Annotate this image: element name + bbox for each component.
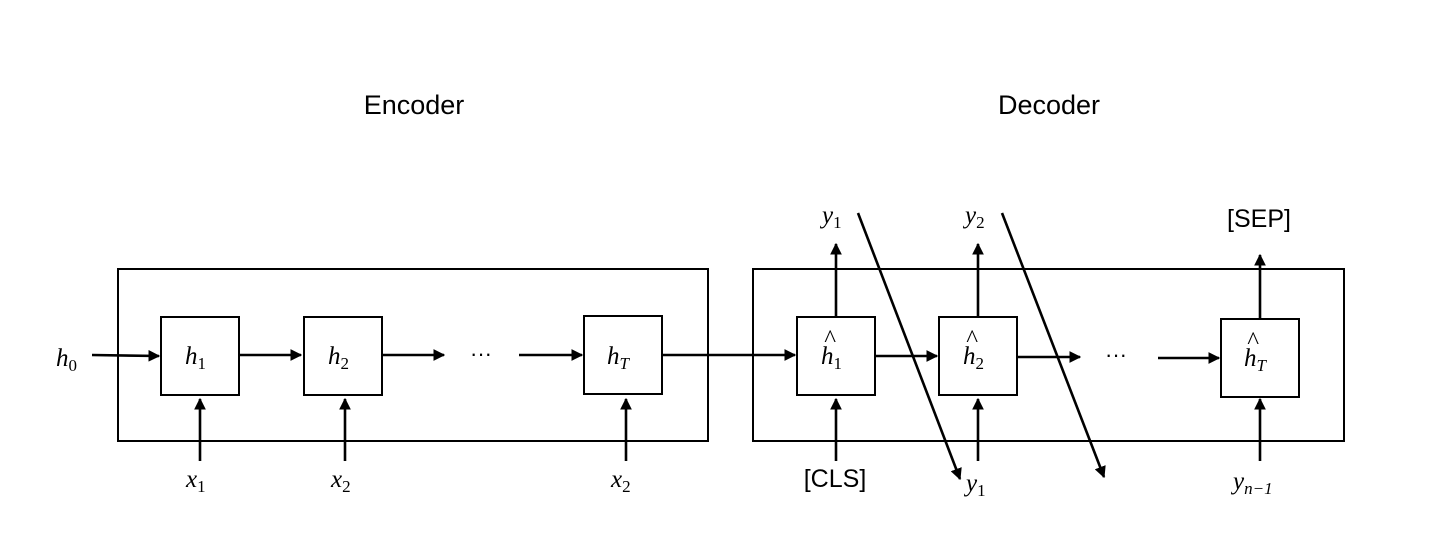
encoder-ellipsis: ···: [470, 341, 492, 366]
decoder-cell-h2: [938, 316, 1018, 396]
h0-to-h1-arrow: [91, 349, 161, 362]
dh1-hat: ^: [824, 326, 836, 353]
dh2-label: h2: [963, 343, 984, 373]
h2-label: h2: [328, 343, 349, 373]
y1-input-label: y1: [963, 470, 986, 500]
yn1-label: yn−1: [1230, 468, 1273, 498]
encoder-title: Encoder: [364, 90, 465, 120]
h0-label: h0: [56, 345, 77, 375]
decoder-cell-h1: [796, 316, 876, 396]
decoder-title: Decoder: [998, 90, 1100, 120]
sep-label: [SEP]: [1227, 205, 1291, 233]
y2-output-label: y2: [962, 202, 985, 232]
dhT-hat: ^: [1247, 328, 1259, 355]
y1-output-label: y1: [819, 202, 842, 232]
encoder-cell-hT: [583, 315, 663, 395]
decoder-cell-hT: [1220, 318, 1300, 398]
encoder-cell-h1: [160, 316, 240, 396]
cls-label: [CLS]: [804, 465, 867, 493]
y1-feedback-arrow: [856, 212, 962, 481]
x2-label: x2: [330, 466, 351, 496]
dh2-hat: ^: [966, 326, 978, 353]
xT-label: x2: [610, 466, 631, 496]
h1-label: h1: [185, 343, 206, 373]
x1-label: x1: [185, 466, 206, 496]
encoder-cell-h2: [303, 316, 383, 396]
dhT-label: hT: [1244, 345, 1268, 375]
y2-feedback-arrow: [1000, 212, 1106, 479]
dh1-label: h1: [821, 343, 842, 373]
hT-label: hT: [607, 343, 631, 373]
decoder-ellipsis: ···: [1105, 342, 1127, 367]
